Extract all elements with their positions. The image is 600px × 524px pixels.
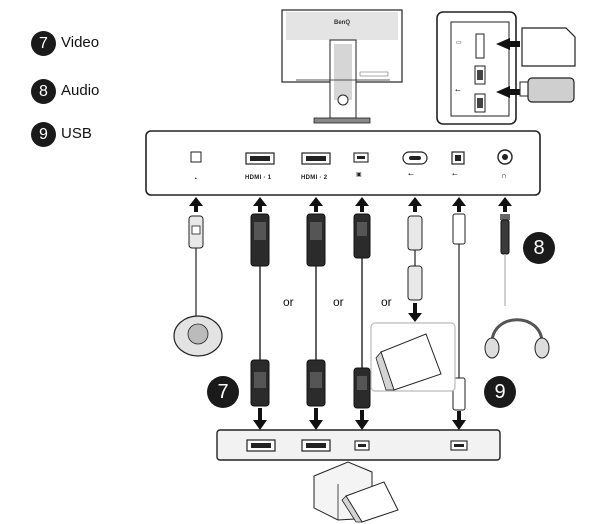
monitor-brand-logo: BenQ bbox=[334, 20, 351, 26]
hdmi-cable-2 bbox=[306, 213, 326, 407]
headphone-cable bbox=[484, 214, 550, 359]
legend-label-audio: Audio bbox=[61, 82, 100, 99]
side-card-usb-panel: ▭ ⭠ bbox=[436, 11, 576, 125]
pc-port-panel bbox=[216, 429, 501, 461]
legend-label-usb: USB bbox=[61, 125, 92, 142]
port-label-hdmi1: HDMI · 1 bbox=[245, 175, 272, 181]
monitor-port-panel: ◔ ▣ ⭠ ⭠ ∩ bbox=[145, 130, 541, 196]
callout-video: 7 bbox=[207, 376, 239, 408]
pc-and-laptop bbox=[313, 461, 399, 523]
legend-badge-audio: 8 bbox=[31, 79, 56, 104]
or-label-2: or bbox=[333, 295, 344, 309]
svg-text:◔: ◔ bbox=[193, 176, 197, 183]
svg-text:▣: ▣ bbox=[356, 172, 362, 178]
legend-badge-usb: 9 bbox=[31, 122, 56, 147]
callout-usb: 9 bbox=[484, 376, 516, 408]
hdmi-cable-1 bbox=[250, 213, 270, 407]
port-label-hdmi2: HDMI · 2 bbox=[301, 175, 328, 181]
or-label-3: or bbox=[381, 295, 392, 309]
monitor-rear bbox=[281, 9, 403, 124]
svg-text:⭠: ⭠ bbox=[452, 171, 458, 178]
down-arrows bbox=[253, 408, 466, 430]
controller-cable bbox=[173, 215, 223, 357]
displayport-cable bbox=[353, 213, 371, 409]
or-label-1: or bbox=[283, 295, 294, 309]
svg-text:⭠: ⭠ bbox=[408, 171, 414, 178]
usb-c-cable bbox=[407, 215, 423, 322]
up-arrows bbox=[189, 197, 512, 212]
legend-label-video: Video bbox=[61, 34, 100, 51]
usb-b-cable bbox=[452, 213, 466, 411]
svg-text:∩: ∩ bbox=[501, 171, 507, 180]
svg-text:▭: ▭ bbox=[456, 40, 462, 46]
svg-text:⭠: ⭠ bbox=[455, 87, 461, 94]
laptop-inset bbox=[370, 322, 456, 392]
legend-badge-video: 7 bbox=[31, 31, 56, 56]
callout-audio: 8 bbox=[523, 232, 555, 264]
